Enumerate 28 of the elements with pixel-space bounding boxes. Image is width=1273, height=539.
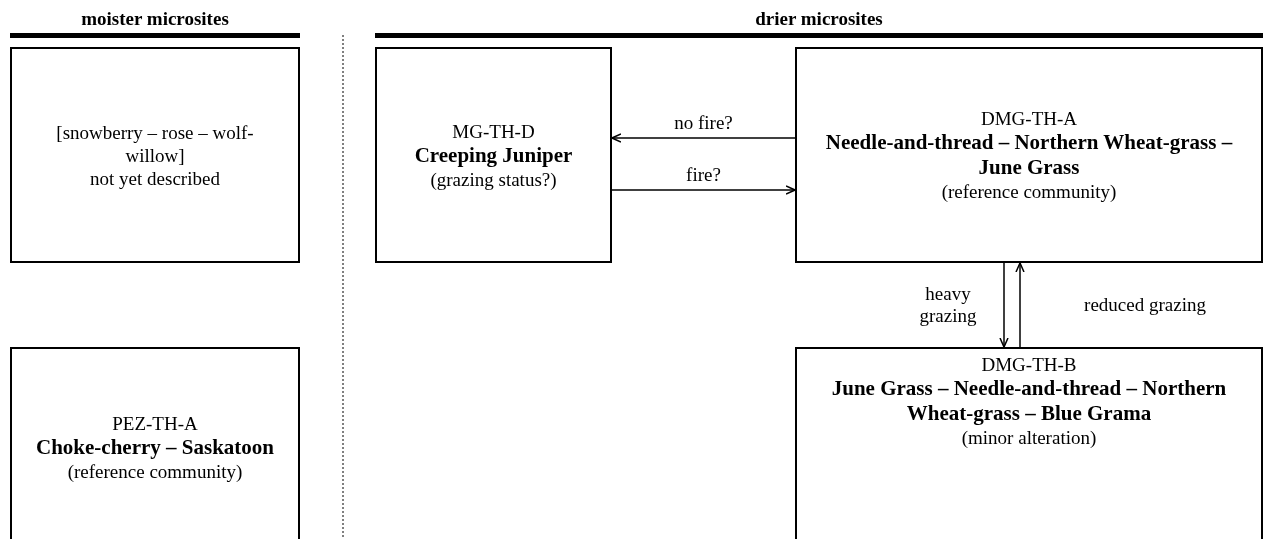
- arrow: [1015, 262, 1025, 348]
- box-text: not yet described: [90, 166, 220, 190]
- arrow: [611, 133, 796, 143]
- box-text: Creeping Juniper: [414, 142, 573, 168]
- box-text: June Grass – Needle-and-thread – Northern Wheat-grass – Blue Grama: [830, 376, 1228, 426]
- edge-label: reduced grazing: [1083, 294, 1207, 316]
- column-heading: moister microsites: [80, 8, 230, 30]
- box-text: MG-TH-D: [452, 119, 535, 143]
- community-box: [795, 347, 1263, 539]
- arrow: [611, 185, 796, 195]
- box-text: (reference community): [67, 459, 243, 483]
- edge-label: heavy grazing: [918, 283, 978, 327]
- box-text: Needle-and-thread – Northern Wheat-grass – June Grass: [824, 130, 1234, 180]
- community-box: [10, 347, 300, 539]
- community-box: [795, 47, 1263, 263]
- box-text: PEZ-TH-A: [112, 411, 198, 435]
- box-text: DMG-TH-B: [981, 353, 1077, 376]
- edge-label: no fire?: [673, 112, 734, 134]
- arrow: [999, 262, 1009, 348]
- edge-label: fire?: [685, 164, 722, 186]
- column-heading: drier microsites: [754, 8, 884, 30]
- community-box: [375, 47, 612, 263]
- box-text: (minor alteration): [961, 426, 1097, 449]
- box-text: Choke-cherry – Saskatoon: [36, 434, 274, 460]
- community-box: [10, 47, 300, 263]
- box-text: (reference community): [941, 180, 1117, 203]
- box-text: DMG-TH-A: [980, 107, 1077, 130]
- box-text: (grazing status?): [430, 167, 557, 191]
